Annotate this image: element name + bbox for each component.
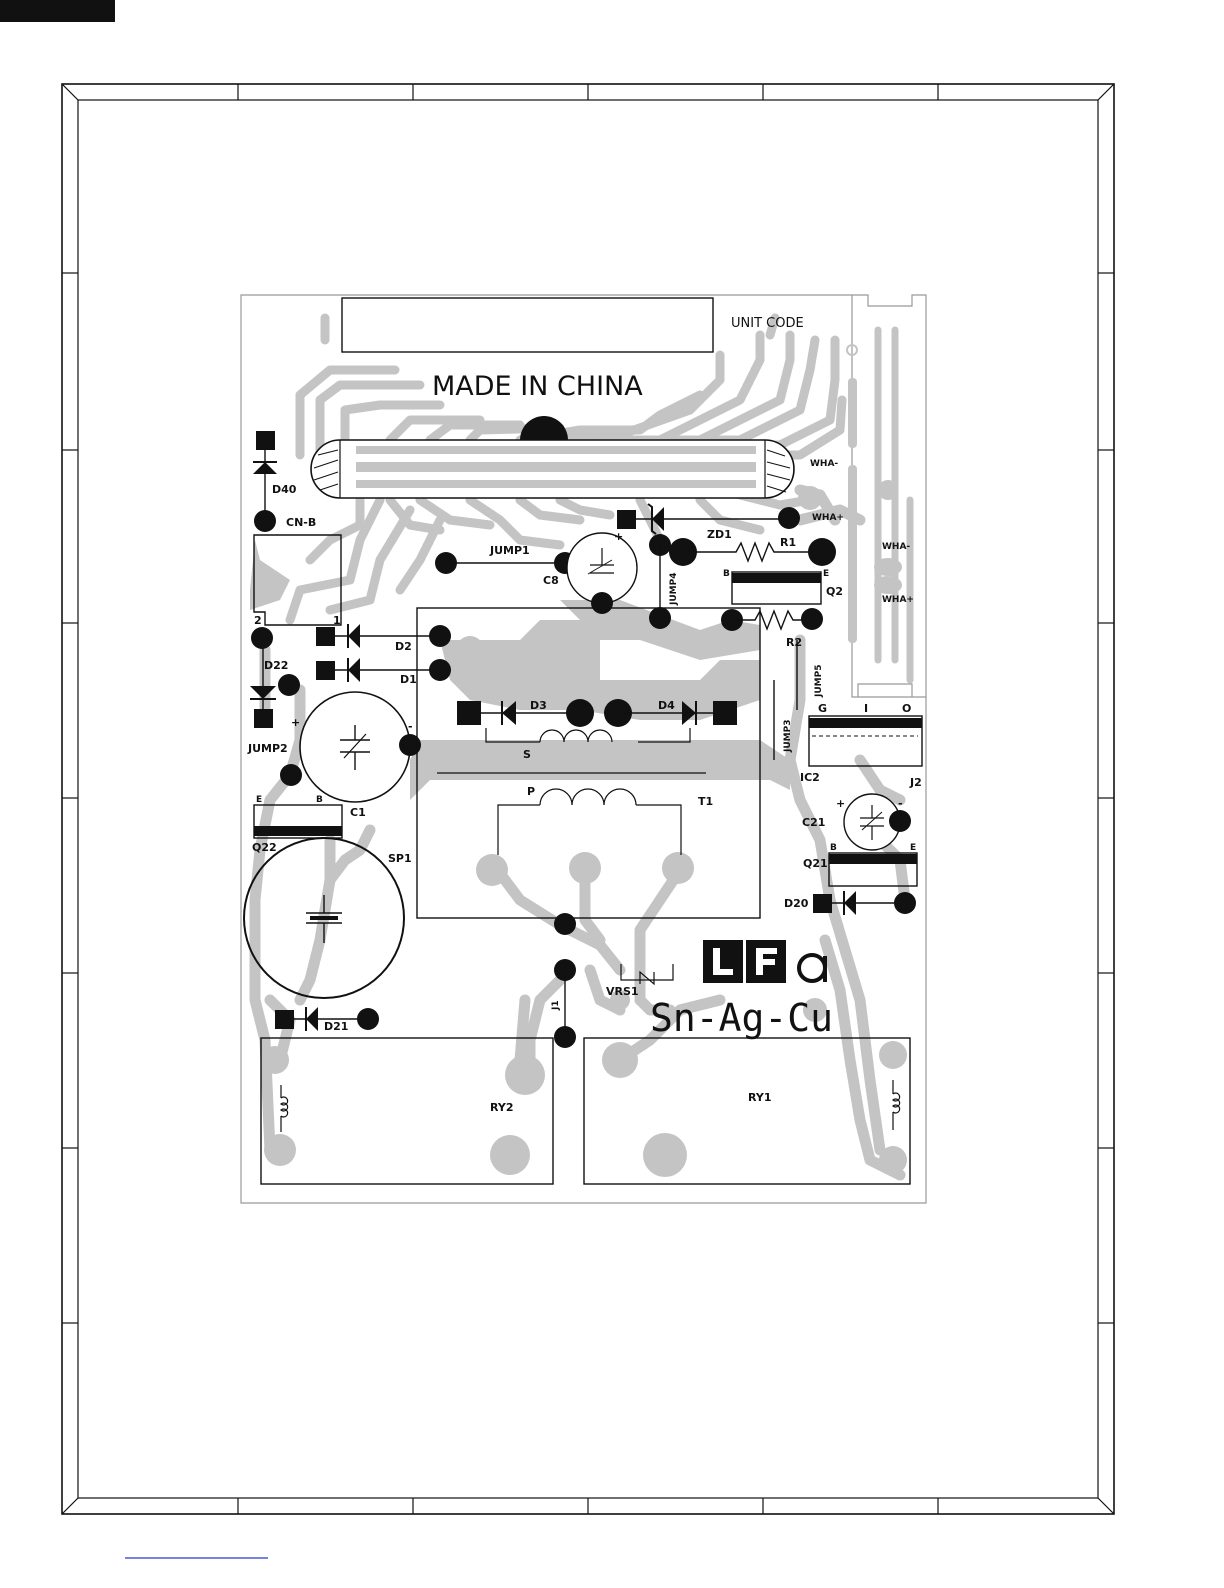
label-pin-2: 2 — [254, 614, 262, 627]
label-ic2-g: G — [818, 702, 827, 715]
buzzer-sp1 — [244, 838, 404, 998]
label-wha-minus-2: WHA- — [882, 542, 910, 552]
diode-d20 — [813, 891, 916, 915]
top-connector-outline — [342, 298, 713, 352]
label-wha-minus-1: WHA- — [810, 459, 838, 469]
label-ic2-o: O — [902, 702, 911, 715]
lfa-logo — [703, 940, 825, 983]
label-ry2: RY2 — [490, 1101, 514, 1114]
label-wha-plus-1: WHA+ — [812, 513, 844, 523]
label-c21-plus: + — [836, 797, 845, 810]
label-r2: R2 — [786, 636, 802, 649]
label-ic2: IC2 — [800, 771, 820, 784]
label-c21: C21 — [802, 816, 825, 829]
label-d1: D1 — [400, 673, 417, 686]
label-p: P — [527, 785, 535, 798]
jumper-jump4 — [649, 534, 671, 629]
label-d20: D20 — [784, 897, 809, 910]
label-jump3: JUMP3 — [783, 720, 793, 753]
label-c1-minus: - — [408, 720, 413, 733]
label-t1: T1 — [698, 795, 713, 808]
solder-alloy-label: Sn-Ag-Cu — [650, 996, 833, 1040]
label-r1: R1 — [780, 536, 796, 549]
label-c8: C8 — [543, 574, 559, 587]
label-q21-b: B — [830, 843, 837, 853]
page-corner-tab — [0, 0, 115, 22]
label-ic2-i: I — [864, 702, 868, 715]
diode-d40 — [253, 431, 277, 532]
label-wha-plus-2: WHA+ — [882, 595, 914, 605]
label-d4: D4 — [658, 699, 675, 712]
label-q22-e: E — [256, 795, 262, 805]
transistor-q2 — [732, 572, 821, 604]
label-c1-plus: + — [291, 716, 300, 729]
label-cn-b: CN-B — [286, 516, 316, 529]
label-zd1: ZD1 — [707, 528, 732, 541]
label-q22: Q22 — [252, 841, 277, 854]
label-vrs1: VRS1 — [606, 985, 639, 998]
label-sp1: SP1 — [388, 852, 412, 865]
unit-code-label: UNIT CODE — [731, 316, 804, 331]
made-in-china-label: MADE IN CHINA — [432, 371, 643, 402]
label-ry1: RY1 — [748, 1091, 772, 1104]
label-c8-plus: + — [614, 530, 623, 543]
diode-d22 — [250, 627, 276, 728]
label-jump1: JUMP1 — [489, 544, 530, 557]
label-s: S — [523, 748, 531, 761]
resistor-r1 — [669, 538, 836, 566]
varistor-vrs1 — [621, 964, 673, 984]
label-d21: D21 — [324, 1020, 348, 1033]
diode-d2 — [316, 624, 451, 648]
label-q21-e: E — [910, 843, 916, 853]
label-c21-minus: - — [898, 797, 903, 810]
resistor-r2 — [721, 608, 823, 631]
label-jump5: JUMP5 — [814, 665, 824, 698]
label-q2: Q2 — [826, 585, 843, 598]
label-j2: J2 — [909, 776, 922, 789]
label-c1: C1 — [350, 806, 366, 819]
label-jump4: JUMP4 — [669, 573, 679, 606]
label-q22-b: B — [316, 795, 323, 805]
label-pin-1: 1 — [333, 614, 341, 627]
label-d2: D2 — [395, 640, 412, 653]
diode-d1 — [316, 658, 451, 682]
label-d40: D40 — [272, 483, 297, 496]
label-d3: D3 — [530, 699, 547, 712]
label-d22: D22 — [264, 659, 288, 672]
label-j1: J1 — [551, 1000, 561, 1011]
label-q2-b: B — [723, 569, 730, 579]
label-q2-e: E — [823, 569, 829, 579]
label-q21: Q21 — [803, 857, 828, 870]
label-jump2: JUMP2 — [247, 742, 288, 755]
